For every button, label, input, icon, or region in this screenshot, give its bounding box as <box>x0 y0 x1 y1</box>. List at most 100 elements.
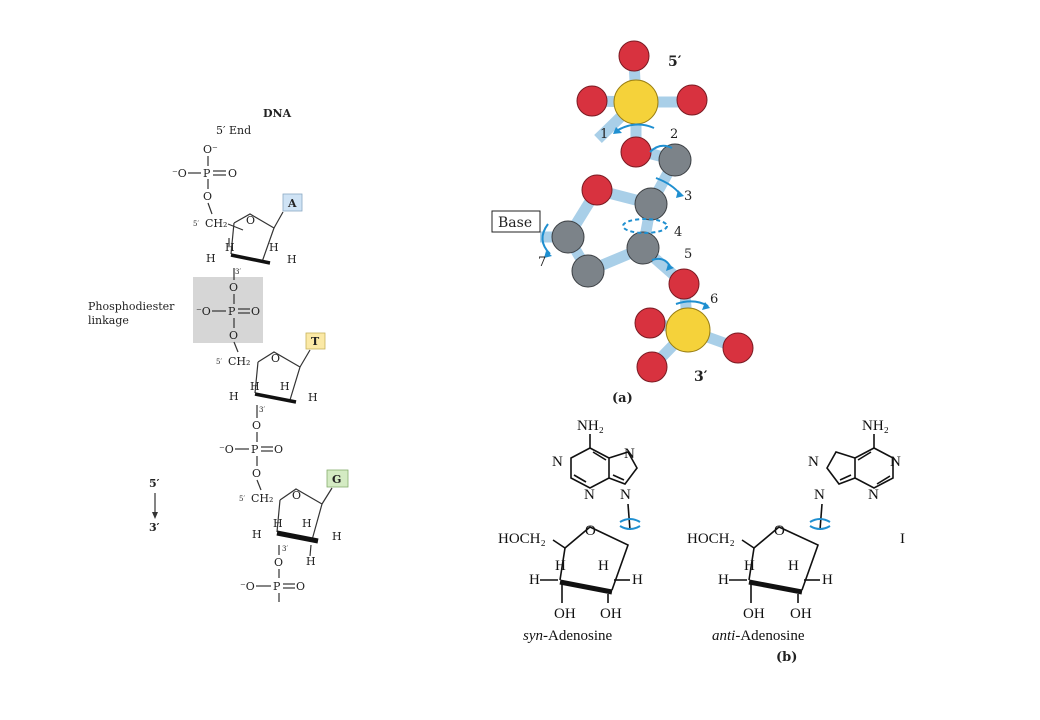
svg-text:O: O <box>296 580 305 593</box>
svg-text:H: H <box>306 555 316 568</box>
anti-hoch2: HOCH₂ <box>687 531 735 547</box>
svg-text:H: H <box>822 572 833 588</box>
ball-and-stick-model: Base 1 2 3 4 5 6 7 5′ 3′ (a) <box>491 40 754 406</box>
svg-text:N: N <box>620 487 631 503</box>
svg-text:3′: 3′ <box>235 268 241 276</box>
anti-adenosine-structure: NH₂ N N N N HOCH₂ O H H H H OH OH anti-A… <box>687 418 901 644</box>
svg-text:O: O <box>585 523 596 539</box>
top-double-o: O <box>228 167 237 180</box>
oxygen-atom <box>636 351 668 383</box>
svg-text:H: H <box>269 241 279 254</box>
top-o-minus: O⁻ <box>203 143 218 156</box>
five-prime-label: 5′ <box>668 54 682 70</box>
svg-text:O: O <box>774 523 785 539</box>
svg-text:O: O <box>229 281 238 294</box>
torsion-arrow <box>651 257 671 267</box>
svg-text:N: N <box>624 446 635 462</box>
svg-text:O: O <box>274 556 283 569</box>
oxygen-atom <box>576 85 608 117</box>
direction-bottom-label: 3′ <box>149 521 160 534</box>
oxygen-atom <box>634 307 666 339</box>
svg-text:3′: 3′ <box>259 406 265 414</box>
svg-text:H: H <box>788 558 799 574</box>
syn-adenosine-label: syn-Adenosine <box>523 628 612 644</box>
syn-adenosine-structure: NH₂ N N N N HOCH₂ O H H H H OH OH syn-Ad… <box>498 418 643 644</box>
sugar-3: 5′ CH₂ O H H H H 3′ H G <box>239 469 349 568</box>
svg-text:OH: OH <box>554 606 576 622</box>
svg-text:O: O <box>229 329 238 342</box>
svg-text:H: H <box>206 252 216 265</box>
svg-text:O: O <box>252 467 261 480</box>
base-a-letter: A <box>287 197 297 210</box>
svg-text:OH: OH <box>790 606 812 622</box>
sugar-1: 5′ CH₂ O H H H H 3′ A <box>193 193 303 276</box>
panel-a-label: (a) <box>612 391 633 406</box>
torsion-arrow <box>617 123 655 131</box>
svg-text:O: O <box>292 489 301 502</box>
base-g-box <box>326 469 349 488</box>
svg-text:⁻O: ⁻O <box>196 305 211 318</box>
svg-text:O: O <box>252 419 261 432</box>
svg-text:N: N <box>868 487 879 503</box>
phosphodiester-highlight <box>193 277 263 343</box>
top-bridge-o: O <box>203 190 212 203</box>
svg-text:O: O <box>251 305 260 318</box>
ring-oxygen-atom <box>581 174 613 206</box>
svg-text:3′: 3′ <box>282 545 288 553</box>
carbon-atom <box>634 187 668 221</box>
torsion-7: 7 <box>538 255 546 270</box>
svg-text:H: H <box>280 380 290 393</box>
svg-text:OH: OH <box>743 606 765 622</box>
torsion-arrow <box>622 218 668 234</box>
svg-text:N: N <box>890 454 901 470</box>
svg-text:N: N <box>552 454 563 470</box>
carbon-atom <box>626 231 660 265</box>
svg-text:O: O <box>271 352 280 365</box>
cropped-edge-glyph: I <box>900 531 905 547</box>
svg-text:H: H <box>225 241 235 254</box>
svg-text:H: H <box>308 391 318 404</box>
phosphorus-atom <box>665 307 711 353</box>
oxygen-atom <box>618 40 650 72</box>
base-t-box <box>305 332 326 350</box>
carbon-atom <box>571 254 605 288</box>
three-prime-label: 3′ <box>694 369 708 385</box>
svg-text:H: H <box>250 380 260 393</box>
svg-text:H: H <box>252 528 262 541</box>
base-label: Base <box>498 215 532 231</box>
torsion-arrow <box>541 223 551 255</box>
torsion-arrow <box>649 144 673 153</box>
phosphodiester-label-2: linkage <box>88 314 129 327</box>
direction-top-label: 5′ <box>149 477 160 490</box>
dna-title: DNA <box>263 107 292 120</box>
carbon-atom <box>551 220 585 254</box>
torsion-2: 2 <box>670 127 678 142</box>
svg-text:P: P <box>251 443 259 456</box>
svg-text:5′: 5′ <box>193 220 199 228</box>
svg-text:N: N <box>814 487 825 503</box>
oxygen-atom <box>668 268 700 300</box>
five-prime-end-label: 5′ End <box>216 124 251 137</box>
svg-text:NH₂: NH₂ <box>862 418 889 434</box>
svg-text:H: H <box>273 517 283 530</box>
sugar-1-ring-o: O <box>246 214 255 227</box>
svg-text:CH₂: CH₂ <box>228 355 250 368</box>
torsion-4: 4 <box>674 225 682 240</box>
base-t-letter: T <box>311 335 320 348</box>
torsion-6: 6 <box>710 292 718 307</box>
base-g-letter: G <box>332 473 341 486</box>
top-p: P <box>203 167 211 180</box>
svg-text:H: H <box>718 572 729 588</box>
svg-text:H: H <box>302 517 312 530</box>
svg-text:H: H <box>529 572 540 588</box>
panel-b-label: (b) <box>776 650 797 665</box>
base-a-box <box>282 193 303 212</box>
svg-text:⁻O: ⁻O <box>240 580 255 593</box>
sugar-2: 5′ CH₂ O H H H H 3′ T <box>216 332 326 414</box>
carbon-atom <box>658 143 692 177</box>
svg-text:CH₂: CH₂ <box>251 492 273 505</box>
svg-text:NH₂: NH₂ <box>577 418 604 434</box>
svg-text:N: N <box>808 454 819 470</box>
